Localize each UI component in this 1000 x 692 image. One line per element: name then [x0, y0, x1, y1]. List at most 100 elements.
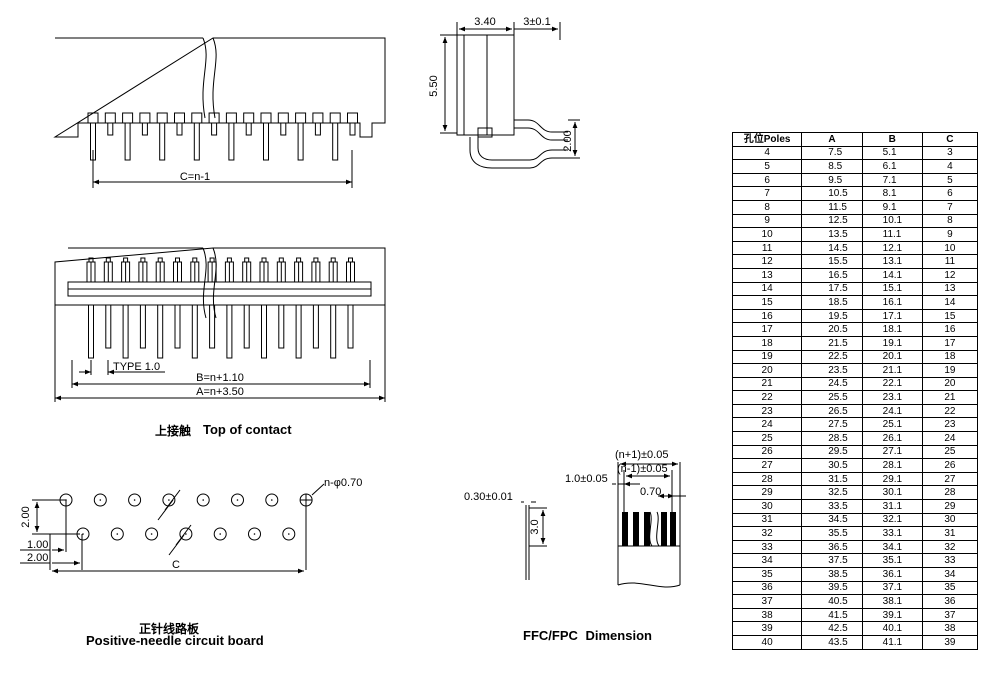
- cell-b: 19.1: [861, 335, 923, 351]
- ffc-w10-label: 1.0±0.05: [565, 473, 608, 485]
- pcb-hole-center: [219, 533, 221, 535]
- dim-b-label: B=n+1.10: [196, 372, 244, 384]
- cell-poles: 21: [731, 376, 803, 392]
- dim-a-label: A=n+3.50: [196, 386, 244, 398]
- cell-c: 38: [921, 621, 979, 636]
- cell-c: 8: [921, 213, 979, 229]
- cell-poles: 6: [731, 172, 803, 188]
- top-pin-slot: [260, 112, 272, 124]
- pcb-hole-center: [116, 533, 119, 535]
- cell-c: 33: [921, 553, 979, 568]
- cell-c: 39: [921, 634, 979, 650]
- cell-a: 8.5: [801, 159, 863, 174]
- top-pin-slot: [191, 112, 203, 124]
- top-pin-slot: [312, 112, 324, 124]
- ffc-h30-label: 3.0: [529, 519, 541, 534]
- cell-b: 14.1: [861, 267, 923, 283]
- pcb-hole-row2: [110, 527, 124, 541]
- cell-poles: 39: [731, 621, 803, 636]
- cell-c: 27: [921, 471, 979, 487]
- pcb-hole-center: [82, 533, 84, 535]
- top-pin-lead: [107, 122, 114, 136]
- cell-b: 23.1: [861, 390, 923, 405]
- cell-c: 37: [921, 607, 979, 623]
- ffc-trace: [633, 512, 639, 546]
- cell-a: 10.5: [801, 186, 863, 201]
- cell-c: 10: [921, 240, 979, 256]
- dim-200-label: 2.00: [562, 130, 574, 151]
- cell-poles: 13: [731, 267, 803, 283]
- front-pin-lead: [347, 304, 354, 349]
- cell-c: 6: [921, 186, 979, 201]
- cell-a: 15.5: [801, 254, 863, 269]
- cell-c: 13: [921, 281, 979, 297]
- pcb-hole-row2: [282, 527, 296, 541]
- front-pin-lead: [295, 304, 302, 359]
- cell-b: 22.1: [861, 376, 923, 392]
- front-contact-tip: [278, 257, 284, 263]
- top-pin-slot: [122, 112, 134, 124]
- top-pin-lead: [245, 122, 252, 136]
- cell-a: 27.5: [801, 417, 863, 433]
- cell-c: 16: [921, 322, 979, 337]
- pcb-hole-center: [253, 533, 256, 535]
- cell-a: 11.5: [801, 199, 863, 215]
- cell-poles: 16: [731, 308, 803, 324]
- cell-b: 33.1: [861, 526, 923, 541]
- cell-a: 31.5: [801, 471, 863, 487]
- front-pin-lead: [243, 304, 250, 349]
- cell-poles: 5: [731, 159, 803, 174]
- cell-a: 20.5: [801, 322, 863, 337]
- top-pin-slot: [329, 112, 341, 124]
- ffc-break: [656, 511, 660, 547]
- ffc-w070-label: 0.70: [640, 486, 661, 498]
- front-pin-lead: [174, 304, 181, 349]
- cell-poles: 33: [731, 539, 803, 555]
- top-pin-slot: [225, 112, 237, 124]
- top-pin-lead: [280, 122, 287, 136]
- pcb-hole-row2: [213, 527, 227, 541]
- cell-c: 4: [921, 159, 979, 174]
- cell-a: 33.5: [801, 499, 863, 514]
- cell-poles: 10: [731, 227, 803, 242]
- front-contact-tip: [226, 257, 232, 263]
- cell-poles: 37: [731, 594, 803, 609]
- cell-c: 32: [921, 539, 979, 555]
- cell-a: 14.5: [801, 240, 863, 256]
- cell-b: 39.1: [861, 607, 923, 623]
- cell-a: 7.5: [801, 145, 863, 161]
- top-pin-lead: [176, 122, 183, 136]
- cell-b: 9.1: [861, 199, 923, 215]
- top-pin-slot: [87, 112, 99, 124]
- ffc-traces: [618, 511, 680, 547]
- ffc-trace: [661, 512, 667, 546]
- pcb-dim-200-label: 2.00: [20, 506, 32, 527]
- cell-poles: 18: [731, 335, 803, 351]
- top-caption-en: Top of contact: [203, 422, 292, 437]
- cell-b: 12.1: [861, 240, 923, 256]
- cell-poles: 15: [731, 295, 803, 310]
- top-pin-slot: [277, 112, 289, 124]
- cell-poles: 35: [731, 567, 803, 582]
- ffc-width: [612, 461, 686, 588]
- pcb-holes: [59, 493, 313, 541]
- dim-550-label: 5.50: [428, 75, 440, 96]
- cell-c: 12: [921, 267, 979, 283]
- top-pin-lead: [159, 122, 166, 161]
- front-contact-tip: [192, 257, 198, 263]
- cell-c: 20: [921, 376, 979, 392]
